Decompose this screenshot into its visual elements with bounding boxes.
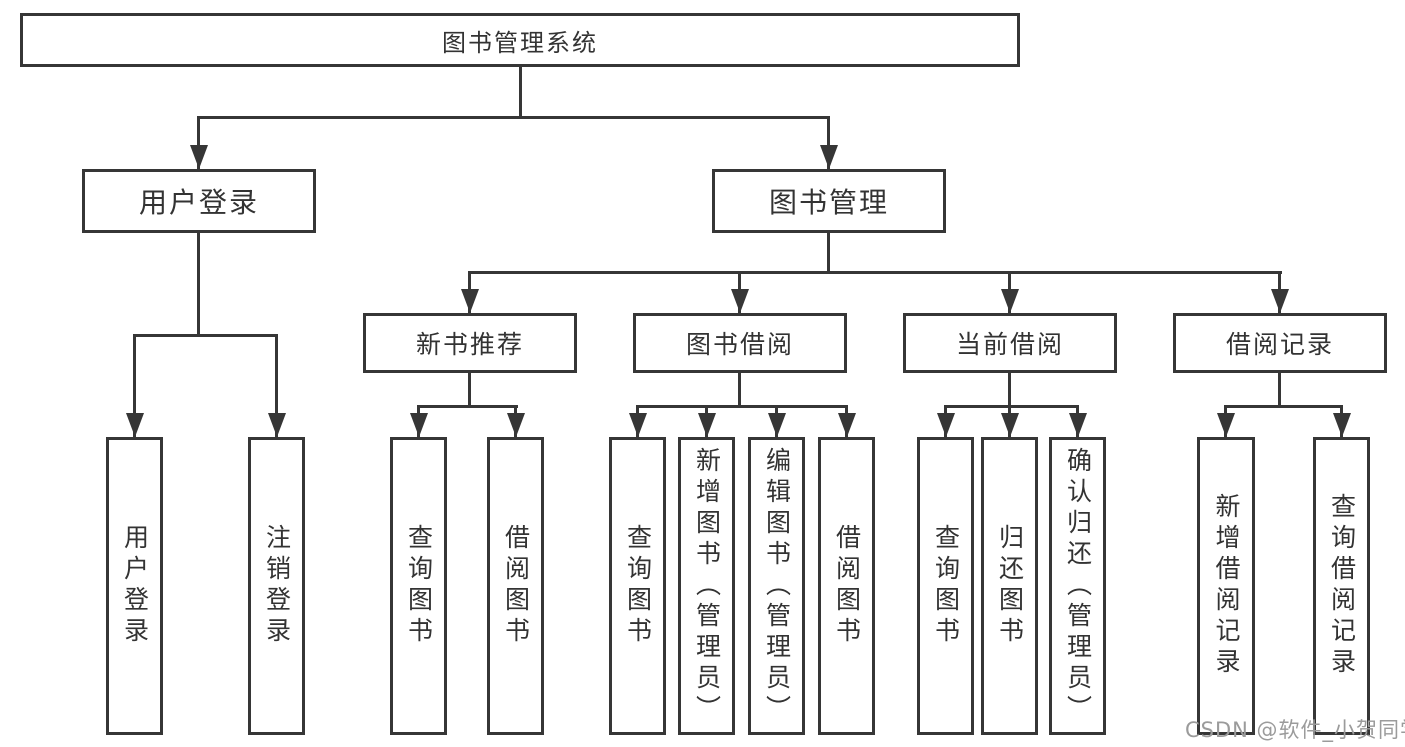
- node-book-borrowing: 图书借阅: [633, 313, 847, 373]
- leaf-borrow-add-book: 新增图书（管理员）: [678, 437, 735, 735]
- arrowhead-icon: [937, 413, 955, 437]
- connector-line: [468, 373, 471, 407]
- arrowhead-icon: [629, 413, 647, 437]
- leaf-label: 查询图书: [404, 524, 434, 648]
- leaf-borrow-borrow-book: 借阅图书: [818, 437, 875, 735]
- connector-line: [197, 233, 200, 336]
- connector-line: [468, 271, 1282, 274]
- node-library-management-system: 图书管理系统: [20, 13, 1020, 67]
- connector-line: [827, 233, 830, 273]
- leaf-label: 查询图书: [931, 524, 961, 648]
- leaf-label: 借阅图书: [832, 524, 862, 648]
- connector-line: [944, 405, 1079, 408]
- leaf-current-query-book: 查询图书: [917, 437, 974, 735]
- connector-line: [133, 334, 136, 437]
- connector-line: [197, 116, 200, 169]
- node-current-borrowing: 当前借阅: [903, 313, 1117, 373]
- arrowhead-icon: [1001, 413, 1019, 437]
- arrowhead-icon: [1001, 289, 1019, 313]
- leaf-logout: 注销登录: [248, 437, 305, 735]
- leaf-current-confirm-return: 确认归还（管理员）: [1049, 437, 1106, 735]
- leaf-label: 用户登录: [120, 524, 150, 648]
- arrowhead-icon: [768, 413, 786, 437]
- arrowhead-icon: [1069, 413, 1087, 437]
- arrowhead-icon: [190, 145, 208, 169]
- connector-line: [1278, 373, 1281, 407]
- arrowhead-icon: [1217, 413, 1235, 437]
- node-borrow-records: 借阅记录: [1173, 313, 1387, 373]
- leaf-user-login: 用户登录: [106, 437, 163, 735]
- leaf-current-return-book: 归还图书: [981, 437, 1038, 735]
- connector-line: [827, 116, 830, 169]
- arrowhead-icon: [410, 413, 428, 437]
- leaf-label: 查询借阅记录: [1327, 493, 1357, 679]
- csdn-watermark: CSDN @软件_小贺同学: [1185, 718, 1405, 742]
- leaf-label: 查询图书: [623, 524, 653, 648]
- connector-line: [417, 405, 518, 408]
- arrowhead-icon: [268, 413, 286, 437]
- leaf-records-add-record: 新增借阅记录: [1197, 437, 1255, 735]
- arrowhead-icon: [838, 413, 856, 437]
- leaf-label: 新增图书（管理员）: [692, 446, 722, 726]
- arrowhead-icon: [731, 289, 749, 313]
- leaf-borrow-edit-book: 编辑图书（管理员）: [748, 437, 805, 735]
- arrowhead-icon: [1333, 413, 1351, 437]
- connector-line: [738, 373, 741, 407]
- arrowhead-icon: [820, 145, 838, 169]
- arrowhead-icon: [461, 289, 479, 313]
- arrowhead-icon: [126, 413, 144, 437]
- leaf-newrec-borrow-book: 借阅图书: [487, 437, 544, 735]
- leaf-newrec-query-book: 查询图书: [390, 437, 447, 735]
- leaf-label: 注销登录: [262, 524, 292, 648]
- arrowhead-icon: [698, 413, 716, 437]
- leaf-label: 归还图书: [995, 524, 1025, 648]
- connector-line: [1008, 373, 1011, 407]
- leaf-label: 借阅图书: [501, 524, 531, 648]
- leaf-label: 新增借阅记录: [1212, 493, 1241, 679]
- arrowhead-icon: [1271, 289, 1289, 313]
- connector-line: [197, 116, 830, 119]
- node-new-book-recommend: 新书推荐: [363, 313, 577, 373]
- node-book-management: 图书管理: [712, 169, 946, 233]
- leaf-label: 编辑图书（管理员）: [762, 446, 792, 726]
- arrowhead-icon: [507, 413, 525, 437]
- connector-line: [636, 405, 848, 408]
- connector-line: [1224, 405, 1343, 408]
- leaf-borrow-query-book: 查询图书: [609, 437, 666, 735]
- leaf-records-query-record: 查询借阅记录: [1313, 437, 1370, 735]
- leaf-label: 确认归还（管理员）: [1063, 446, 1093, 726]
- node-user-login: 用户登录: [82, 169, 316, 233]
- connector-line: [519, 67, 522, 117]
- connector-line: [133, 334, 278, 337]
- connector-line: [275, 334, 278, 437]
